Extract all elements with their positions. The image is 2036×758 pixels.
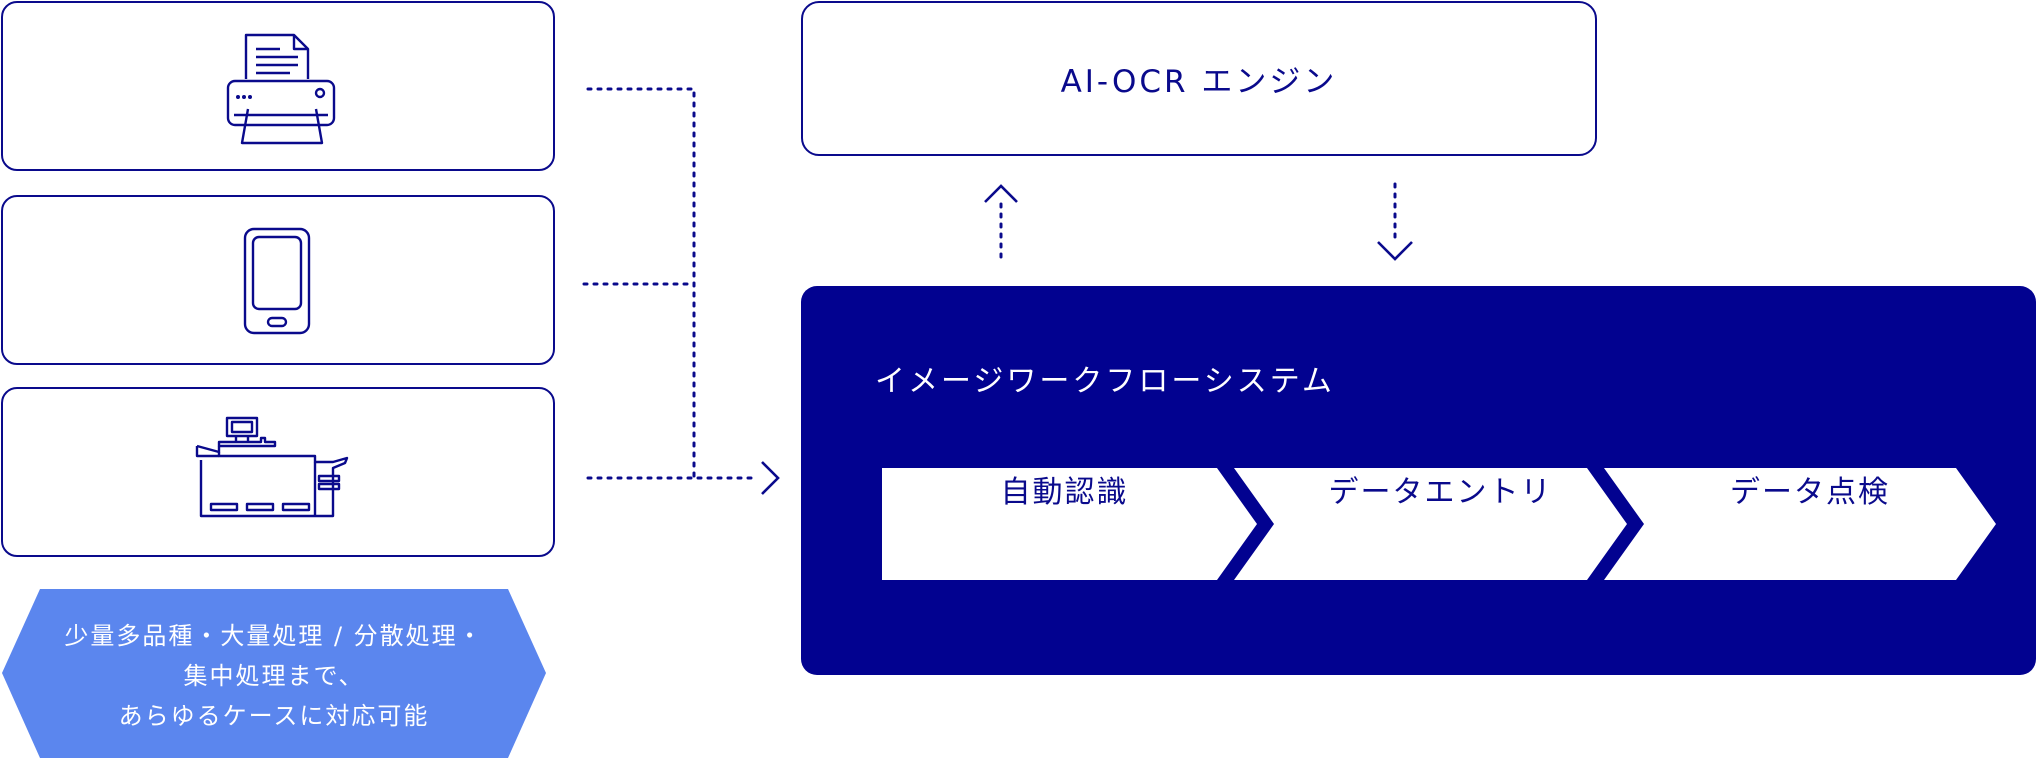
note-line-1: 少量多品種・大量処理 / 分散処理・ — [64, 622, 484, 650]
step-label-data-entry: データエントリ — [1328, 475, 1553, 510]
arrow-up-icon — [984, 184, 1018, 203]
input-box-printer — [1, 1, 555, 171]
multifunction-copier-icon — [195, 416, 349, 518]
printer-icon — [226, 33, 336, 145]
input-box-copier — [1, 387, 555, 557]
step-label-auto-recognition: 自動認識 — [1000, 475, 1129, 510]
input-box-smartphone — [1, 195, 555, 365]
step-chevron-data-check — [1604, 468, 1996, 580]
process-steps — [882, 468, 1996, 580]
note-line-2: 集中処理まで、 — [183, 662, 365, 690]
note-text: 少量多品種・大量処理 / 分散処理・ 集中処理まで、 あらゆるケースに対応可能 — [2, 616, 546, 736]
arrow-right-icon — [761, 461, 780, 495]
step-label-data-check: データ点検 — [1730, 475, 1890, 510]
step-chevron-auto-recognition — [882, 468, 1257, 580]
note-line-3: あらゆるケースに対応可能 — [118, 702, 430, 730]
arrow-down-icon — [1377, 241, 1413, 261]
smartphone-icon — [243, 227, 311, 335]
image-workflow-system-panel: イメージワークフローシステム 自動認識 データエントリ データ点検 — [801, 286, 2036, 675]
ai-ocr-engine-box: AI-OCR エンジン — [801, 1, 1597, 156]
capability-note: 少量多品種・大量処理 / 分散処理・ 集中処理まで、 あらゆるケースに対応可能 — [2, 589, 546, 758]
system-title: イメージワークフローシステム — [875, 364, 1335, 399]
ai-ocr-engine-label: AI-OCR エンジン — [1060, 64, 1338, 100]
note-hexagon — [2, 589, 546, 758]
step-chevron-data-entry — [1234, 468, 1627, 580]
